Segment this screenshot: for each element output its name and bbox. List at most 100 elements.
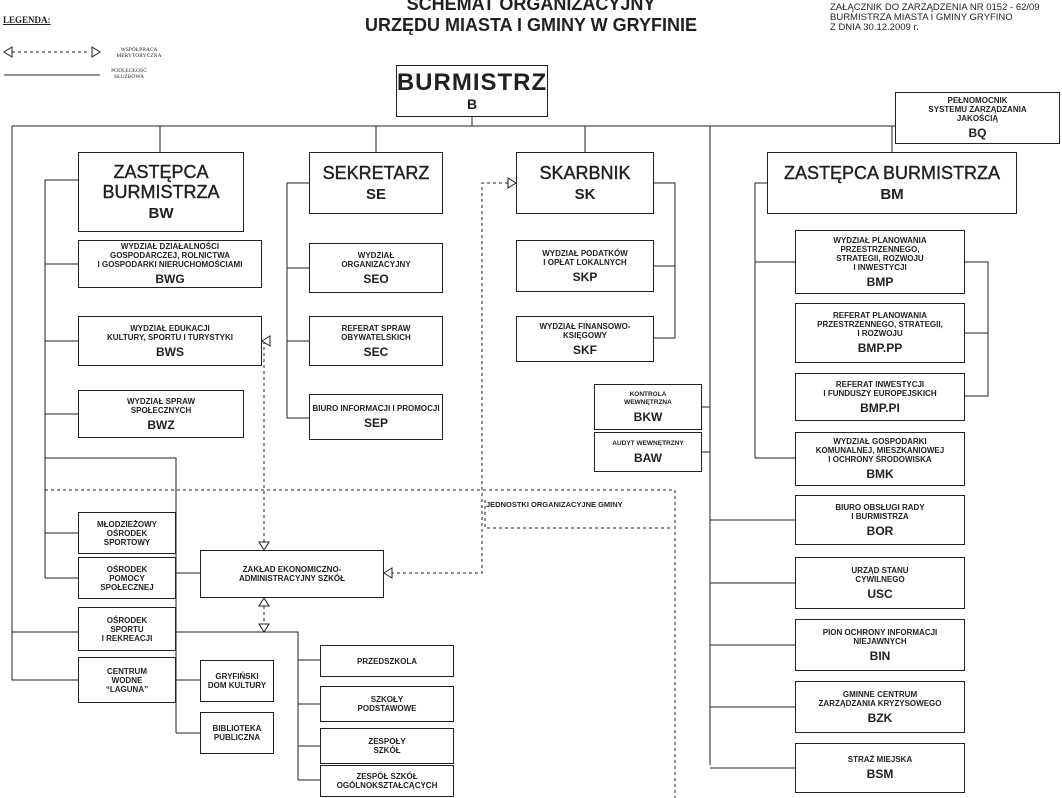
- cooperation-line: [263, 340, 270, 542]
- unit-name: PUBLICZNA: [213, 733, 261, 742]
- unit-name: SPORTOWY: [103, 537, 151, 547]
- unit-name: ZASTĘPCA BURMISTRZA: [783, 163, 1001, 183]
- unit-box-baw: AUDYT WEWNĘTRZNY BAW: [594, 432, 702, 472]
- arrow-icon: [383, 567, 393, 579]
- unit-name: REFERAT SPRAW: [341, 323, 411, 333]
- unit-code: SEO: [363, 271, 389, 286]
- unit-code: USC: [867, 586, 893, 601]
- unit-box-prz: PRZEDSZKOLA: [320, 645, 454, 677]
- subordination-line: [965, 261, 989, 397]
- unit-name: BIURO OBSŁUGI RADY: [835, 502, 925, 512]
- unit-name: ADMINISTRACYJNY SZKÓŁ: [238, 574, 346, 583]
- unit-code: BKW: [633, 409, 663, 424]
- unit-code: BAW: [634, 450, 662, 465]
- unit-name: PION OCHRONY INFORMACJI: [822, 627, 938, 637]
- unit-name: DOM KULTURY: [207, 681, 267, 690]
- unit-name: BIBLIOTEKA: [212, 724, 262, 733]
- unit-name: I GOSPODARKI NIERUCHOMOŚCIAMI: [97, 260, 243, 269]
- unit-code: BWZ: [147, 417, 175, 432]
- unit-name: I REKREACJI: [101, 633, 153, 643]
- unit-name: I FUNDUSZY EUROPEJSKICH: [823, 388, 937, 398]
- cooperation-line: [392, 182, 508, 574]
- unit-name: JAKOŚCIĄ: [956, 114, 999, 123]
- cooperation-line: [484, 500, 670, 529]
- unit-name: WYDZIAŁ: [357, 250, 395, 260]
- unit-code: BMP.PP: [857, 341, 903, 355]
- unit-name: ZESPÓŁ SZKÓŁ: [356, 772, 418, 781]
- unit-name: STRATEGII, ROZWOJU: [836, 253, 924, 263]
- unit-code: BOR: [866, 523, 894, 538]
- unit-name: ZAKŁAD EKONOMICZNO-: [242, 565, 342, 574]
- unit-code: BSM: [866, 767, 894, 781]
- subordination-line: [45, 457, 177, 733]
- unit-name: SEKRETARZ: [322, 163, 430, 183]
- unit-name: BIURO INFORMACJI I PROMOCJI: [312, 404, 440, 413]
- unit-name: I ROZWOJU: [857, 329, 903, 338]
- unit-name: GMINNE CENTRUM: [842, 689, 918, 699]
- unit-name: I OPŁAT LOKALNYCH: [543, 257, 627, 267]
- units-label: JEDNOSTKI ORGANIZACYJNE GMINY: [486, 500, 623, 509]
- unit-name: GOSPODARCZEJ, ROLNICTWA: [109, 251, 230, 260]
- unit-code: BM: [880, 186, 904, 203]
- title-line: URZĘDU MIASTA I GMINY W GRYFINIE: [365, 15, 697, 35]
- unit-code: SKP: [572, 269, 598, 284]
- unit-code: BMK: [866, 467, 894, 481]
- unit-name: SPOŁECZNEJ: [100, 582, 154, 592]
- unit-code: BIN: [869, 648, 891, 663]
- unit-name: WODNE: [111, 675, 143, 685]
- legend-subordination: PODLEGŁOŚĆ SŁUŻBOWA: [111, 68, 147, 80]
- unit-name: SYSTEMU ZARZĄDZANIA: [928, 105, 1027, 114]
- cooperation-line: [45, 489, 676, 798]
- unit-code: SEC: [363, 344, 389, 359]
- unit-name: OGÓLNOKSZTAŁCĄCYCH: [336, 781, 438, 790]
- legend-heading: LEGENDA:: [3, 15, 51, 25]
- unit-name: SPOŁECZNYCH: [130, 405, 192, 415]
- unit-name: PEŁNOMOCNIK: [947, 96, 1008, 105]
- unit-code: BWG: [155, 272, 185, 286]
- subordination-line: [176, 631, 299, 780]
- arrow-icon: [258, 597, 270, 607]
- unit-name: AUDYT WEWNĘTRZNY: [612, 439, 684, 447]
- unit-name: SPORTU: [110, 624, 144, 634]
- unit-name: MŁODZIEŻOWY: [97, 519, 157, 529]
- unit-name: I OCHRONY ŚRODOWISKA: [828, 455, 932, 464]
- unit-name: KULTURY, SPORTU I TURYSTYKI: [107, 332, 233, 342]
- unit-name: SZKOŁY: [370, 695, 404, 704]
- unit-name: REFERAT PLANOWANIA: [832, 311, 928, 320]
- unit-name: WYDZIAŁ DZIAŁALNOŚCI: [120, 242, 220, 251]
- unit-code: BQ: [968, 126, 987, 140]
- unit-name: I INWESTYCJI: [853, 262, 907, 272]
- unit-name: ZARZĄDZANIA KRYZYSOWEGO: [818, 698, 942, 708]
- unit-name: OBYWATELSKICH: [341, 332, 411, 342]
- arrow-icon: [258, 541, 270, 551]
- unit-name: ORGANIZACYJNY: [341, 259, 411, 269]
- unit-name: PRZEDSZKOLA: [357, 656, 417, 666]
- unit-name: POMOCY: [109, 573, 145, 583]
- unit-box-zea: ZAKŁAD EKONOMICZNO-ADMINISTRACYJNY SZKÓŁ: [200, 550, 384, 598]
- unit-code: BW: [148, 205, 174, 222]
- unit-name: NIEJAWNYCH: [853, 636, 907, 646]
- unit-name: PODSTAWOWE: [357, 704, 417, 713]
- unit-name: “LAGUNA”: [105, 684, 149, 694]
- annex-line: BURMISTRZA MIASTA I GMINY GRYFINO: [830, 12, 1013, 23]
